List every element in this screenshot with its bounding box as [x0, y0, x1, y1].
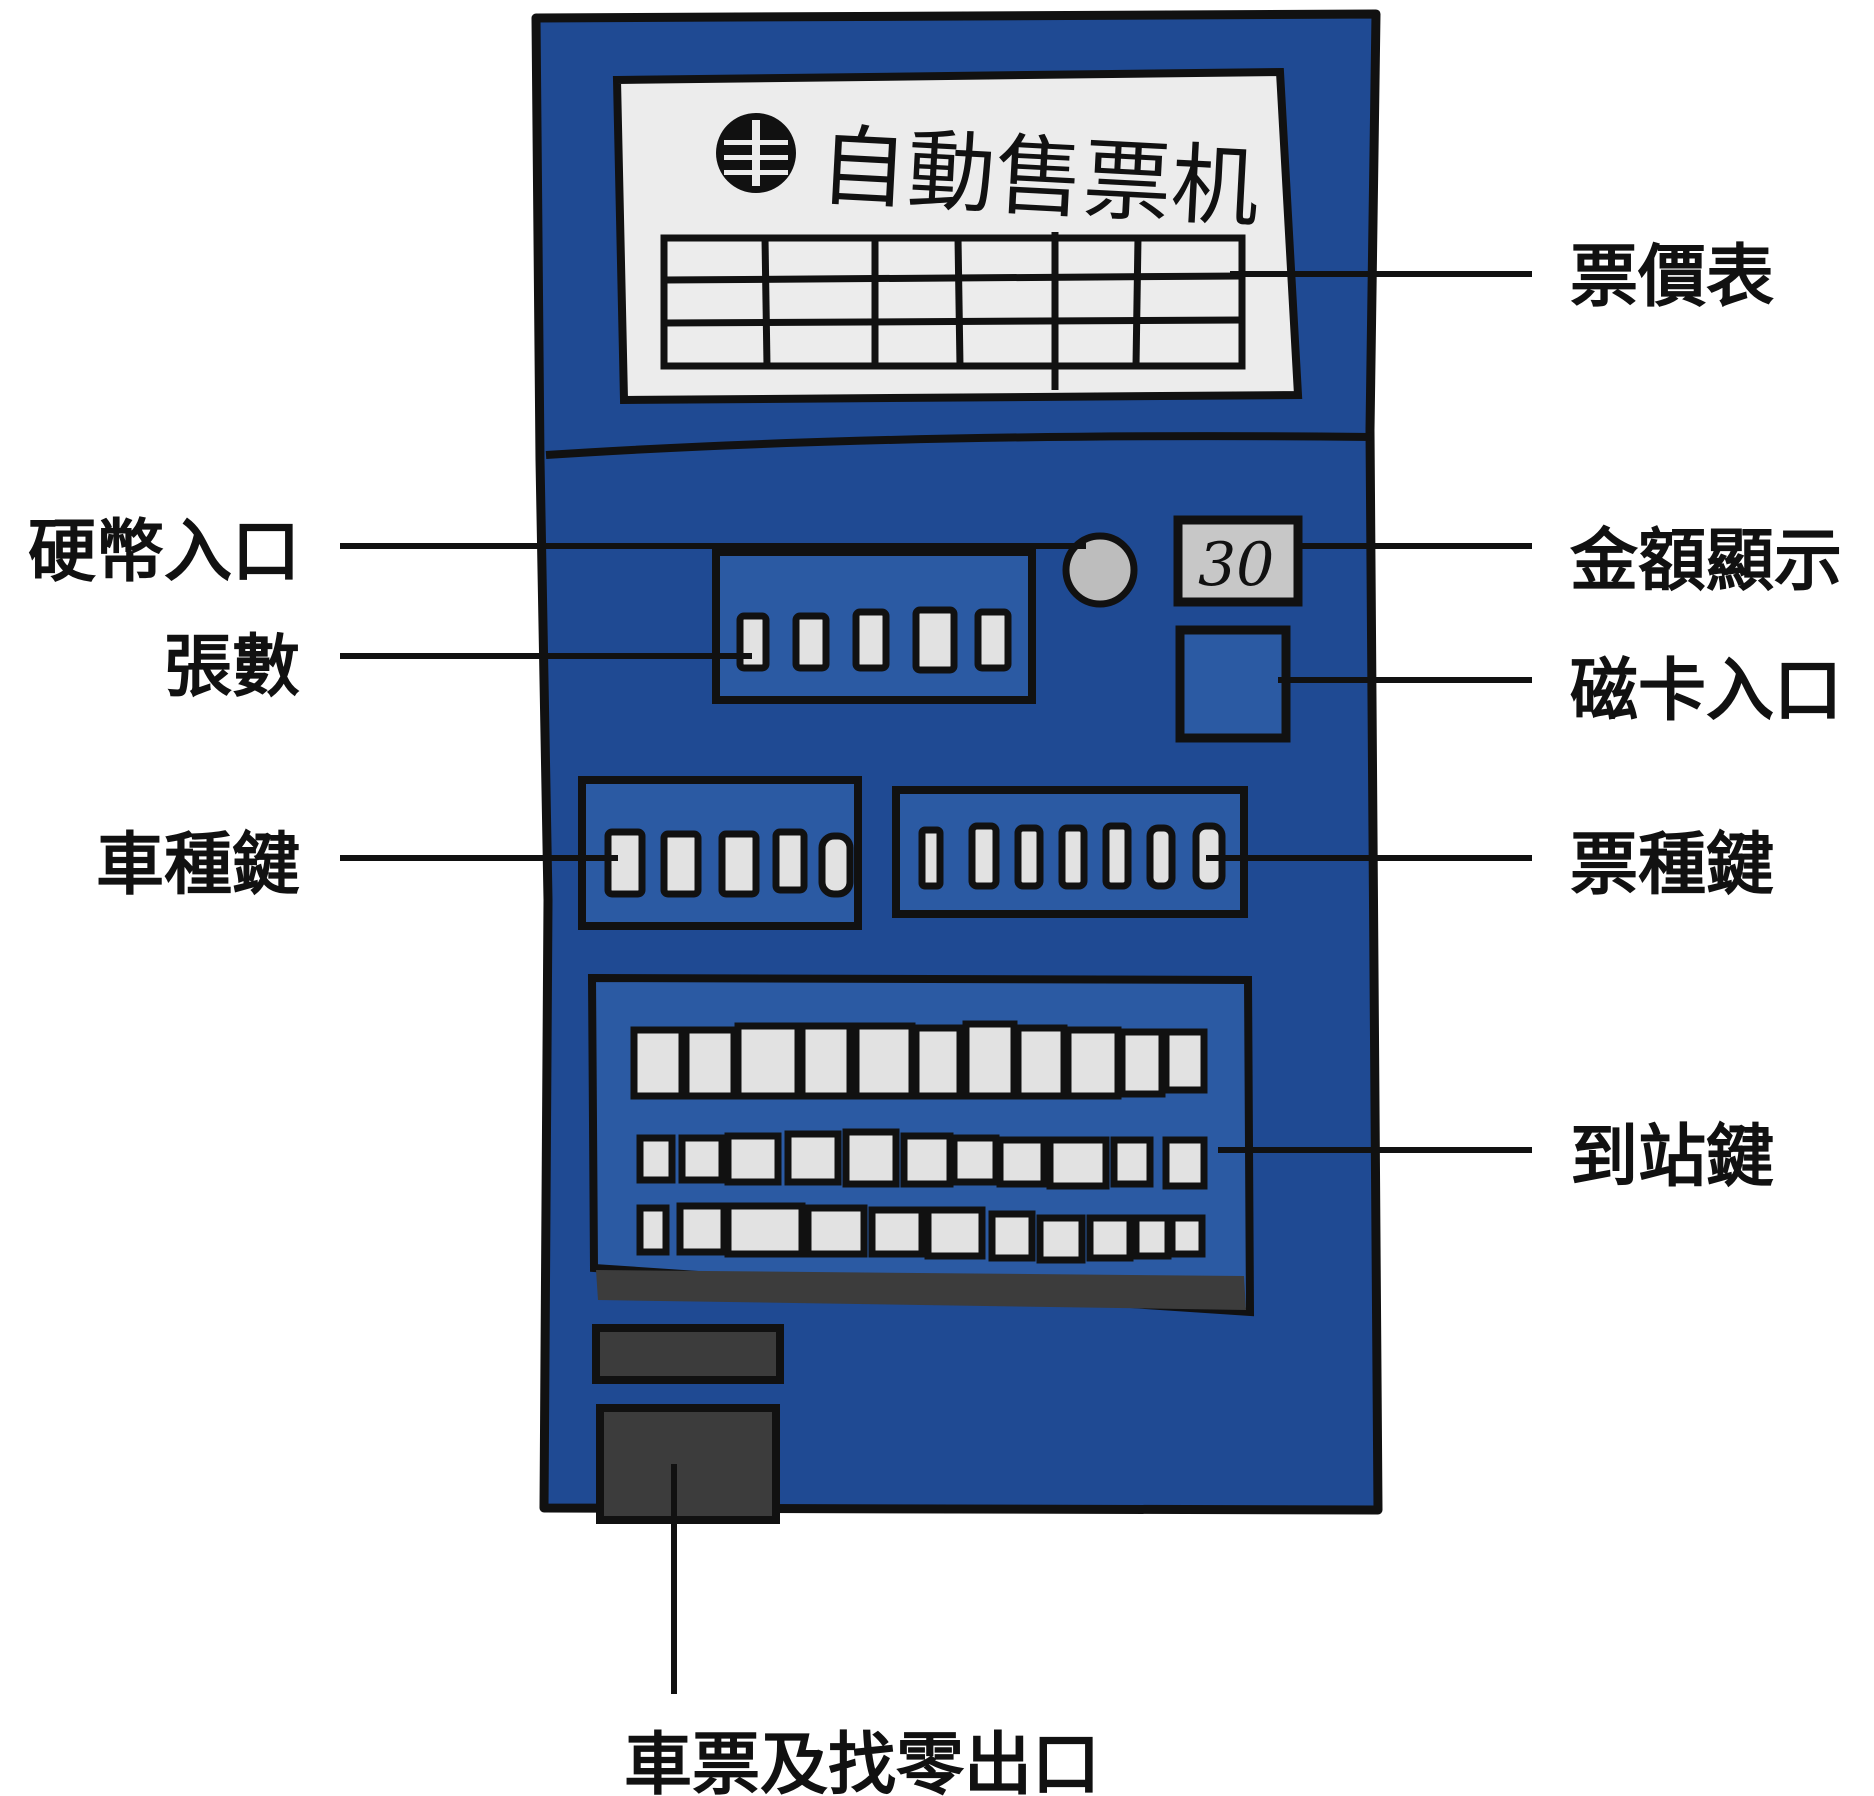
ticket-type-panel — [892, 786, 1248, 918]
destination-key[interactable] — [724, 1132, 782, 1186]
destination-key[interactable] — [1162, 1028, 1208, 1094]
destination-panel-ledge — [596, 1270, 1246, 1310]
train-type-key[interactable] — [772, 828, 808, 894]
fare-table-col-line — [954, 237, 964, 367]
fare-table-col-line — [1132, 237, 1142, 367]
fare-table-row-line — [663, 272, 1243, 284]
train-type-keys — [604, 828, 854, 898]
destination-key[interactable] — [1086, 1214, 1134, 1262]
destination-key[interactable] — [1014, 1024, 1068, 1100]
quantity-key[interactable] — [852, 608, 890, 672]
ticket-type-key[interactable] — [1058, 824, 1088, 890]
destination-panel — [587, 973, 1255, 1317]
train-type-key[interactable] — [604, 828, 646, 898]
label-coin-slot: 硬幣入口 — [28, 513, 300, 592]
destination-key[interactable] — [950, 1134, 1000, 1186]
ticket-type-key[interactable] — [968, 822, 1000, 890]
label-amount-display: 金額顯示 — [1569, 522, 1842, 601]
destination-key[interactable] — [962, 1020, 1018, 1100]
destination-key[interactable] — [724, 1202, 806, 1258]
destination-key[interactable] — [734, 1022, 802, 1100]
destination-keys-row-1 — [630, 1020, 1208, 1100]
fare-table-col-line — [761, 237, 771, 367]
ticket-type-key[interactable] — [918, 826, 944, 890]
quantity-key[interactable] — [736, 612, 770, 672]
label-fare-table: 票價表 — [1570, 238, 1774, 317]
train-type-key[interactable] — [818, 832, 854, 898]
destination-key[interactable] — [804, 1204, 868, 1258]
destination-key[interactable] — [912, 1024, 964, 1100]
ticket-type-key[interactable] — [1014, 824, 1044, 890]
destination-key[interactable] — [924, 1206, 986, 1260]
destination-key[interactable] — [678, 1134, 726, 1184]
destination-keys-row-3 — [636, 1202, 1206, 1264]
destination-key[interactable] — [636, 1134, 676, 1184]
label-ticket-change-outlet: 車票及找零出口 — [624, 1726, 1100, 1796]
destination-key[interactable] — [630, 1026, 686, 1100]
ticket-change-outlet[interactable] — [596, 1404, 780, 1524]
card-slot[interactable] — [1175, 625, 1291, 743]
callout-labels: 票價表 硬幣入口 金額顯示 張數 磁卡入口 車種鍵 票種鍵 到站鍵 車票及找零出… — [28, 238, 1842, 1796]
destination-key[interactable] — [676, 1202, 728, 1256]
destination-key[interactable] — [900, 1132, 954, 1188]
destination-key[interactable] — [1046, 1136, 1110, 1190]
destination-key[interactable] — [636, 1204, 670, 1256]
destination-key[interactable] — [852, 1022, 916, 1100]
amount-display-screen — [1173, 515, 1303, 607]
destination-key[interactable] — [1064, 1026, 1122, 1100]
quantity-keys — [736, 606, 1012, 674]
leader-lines — [340, 271, 1532, 1694]
fare-table-frame — [660, 234, 1246, 370]
machine-divider-line — [545, 432, 1373, 459]
train-type-key[interactable] — [718, 830, 760, 898]
train-type-panel — [578, 776, 862, 930]
machine-sign: 自動售票机 — [612, 67, 1303, 405]
destination-key[interactable] — [1132, 1214, 1172, 1260]
destination-key[interactable] — [1036, 1214, 1086, 1264]
destination-key[interactable] — [682, 1026, 738, 1100]
quantity-key[interactable] — [912, 606, 958, 674]
destination-key[interactable] — [1168, 1214, 1206, 1258]
railway-logo-icon — [716, 113, 796, 193]
quantity-key[interactable] — [792, 612, 830, 672]
amount-display-value: 30 — [1198, 530, 1274, 600]
quantity-key[interactable] — [974, 608, 1012, 672]
destination-key[interactable] — [996, 1136, 1048, 1188]
destination-key[interactable] — [798, 1022, 854, 1100]
destination-key[interactable] — [1118, 1028, 1166, 1098]
destination-key[interactable] — [868, 1206, 926, 1258]
destination-key[interactable] — [842, 1128, 900, 1188]
fare-table-grid — [660, 232, 1246, 390]
change-slot[interactable] — [592, 1324, 784, 1384]
ticket-type-key[interactable] — [1102, 822, 1132, 890]
ticket-type-key[interactable] — [1146, 824, 1176, 890]
fare-table-row-line — [663, 316, 1243, 327]
destination-key[interactable] — [1110, 1136, 1154, 1188]
coin-slot[interactable] — [1062, 532, 1138, 608]
label-train-type-keys: 車種鍵 — [96, 826, 300, 905]
ticket-machine: 自動售票机 30 — [531, 9, 1383, 1524]
destination-keys-row-2 — [636, 1128, 1208, 1190]
label-quantity: 張數 — [164, 628, 300, 707]
label-ticket-type-keys: 票種鍵 — [1570, 826, 1774, 905]
destination-key[interactable] — [988, 1210, 1036, 1262]
label-card-slot: 磁卡入口 — [1570, 652, 1842, 731]
train-type-key[interactable] — [660, 830, 702, 898]
quantity-panel — [712, 548, 1036, 704]
destination-key[interactable] — [1162, 1136, 1208, 1190]
label-destination-keys: 到站鍵 — [1570, 1118, 1774, 1197]
sign-title: 自動售票机 — [817, 114, 1262, 240]
amount-display: 30 — [1173, 515, 1303, 607]
destination-key[interactable] — [784, 1130, 842, 1186]
